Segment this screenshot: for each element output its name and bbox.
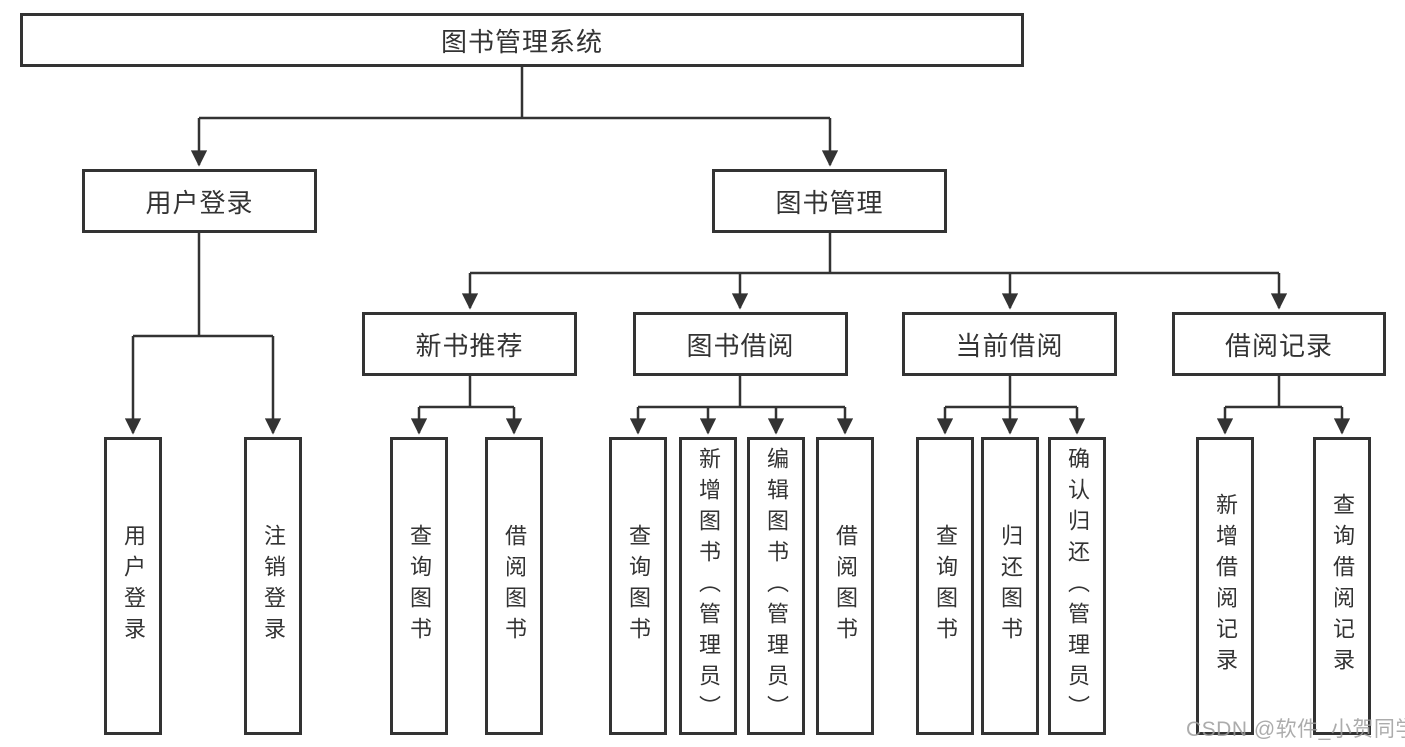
leaf-user-login: 用户登录	[104, 437, 162, 735]
leaf-label: 用户登录	[121, 524, 146, 648]
leaf-current-query-books: 查询图书	[916, 437, 974, 735]
leaf-current-return-books: 归还图书	[981, 437, 1039, 735]
leaf-borrowing-add-books-admin: 新增图书（管理员）	[679, 437, 737, 735]
leaf-logout: 注销登录	[244, 437, 302, 735]
csdn-watermark: CSDN @软件_小贺同学	[1186, 718, 1405, 741]
leaf-label: 确认归还（管理员）	[1065, 446, 1090, 726]
leaf-recommend-query-books: 查询图书	[390, 437, 448, 735]
leaf-label: 归还图书	[998, 524, 1023, 648]
leaf-label: 新增借阅记录	[1213, 493, 1238, 679]
leaf-label: 注销登录	[261, 524, 286, 648]
leaf-records-add-borrow-record: 新增借阅记录	[1196, 437, 1254, 735]
node-borrowing-records: 借阅记录	[1172, 312, 1386, 376]
leaf-recommend-borrow-books: 借阅图书	[485, 437, 543, 735]
leaf-label: 借阅图书	[502, 524, 527, 648]
node-user-login: 用户登录	[82, 169, 317, 233]
leaf-label: 新增图书（管理员）	[696, 446, 721, 726]
leaf-current-confirm-return-admin: 确认归还（管理员）	[1048, 437, 1106, 735]
leaf-records-query-borrow-record: 查询借阅记录	[1313, 437, 1371, 735]
leaf-label: 查询图书	[407, 524, 432, 648]
node-current-borrowing: 当前借阅	[902, 312, 1117, 376]
leaf-borrowing-borrow-books: 借阅图书	[816, 437, 874, 735]
node-root: 图书管理系统	[20, 13, 1024, 67]
node-book-management: 图书管理	[712, 169, 947, 233]
leaf-label: 编辑图书（管理员）	[764, 446, 789, 726]
leaf-borrowing-query-books: 查询图书	[609, 437, 667, 735]
leaf-label: 查询借阅记录	[1330, 493, 1355, 679]
leaf-label: 查询图书	[933, 524, 958, 648]
node-book-borrowing: 图书借阅	[633, 312, 848, 376]
leaf-borrowing-edit-books-admin: 编辑图书（管理员）	[747, 437, 805, 735]
leaf-label: 借阅图书	[833, 524, 858, 648]
node-new-book-recommend: 新书推荐	[362, 312, 577, 376]
leaf-label: 查询图书	[626, 524, 651, 648]
